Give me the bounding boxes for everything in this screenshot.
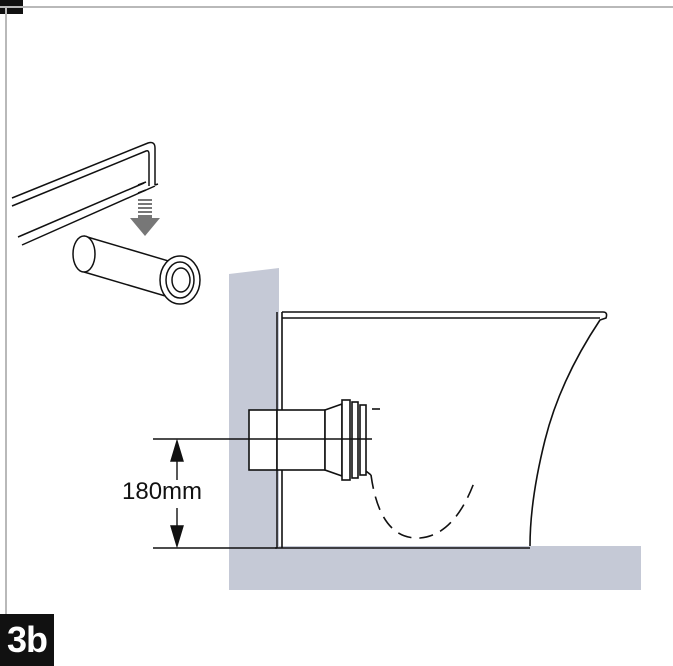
wall-and-floor: [229, 268, 641, 590]
pipe-connector-part: [72, 235, 201, 305]
dimension-lines: [153, 438, 372, 549]
step-badge: 3b: [0, 614, 54, 666]
frame-top-line: [0, 6, 673, 8]
outlet-pipe-connector: [248, 399, 380, 481]
arrow-down-icon: [130, 199, 160, 236]
frame-left-line: [5, 7, 7, 619]
mounting-frame: [11, 141, 159, 246]
dimension-label-180mm: 180mm: [122, 478, 203, 505]
